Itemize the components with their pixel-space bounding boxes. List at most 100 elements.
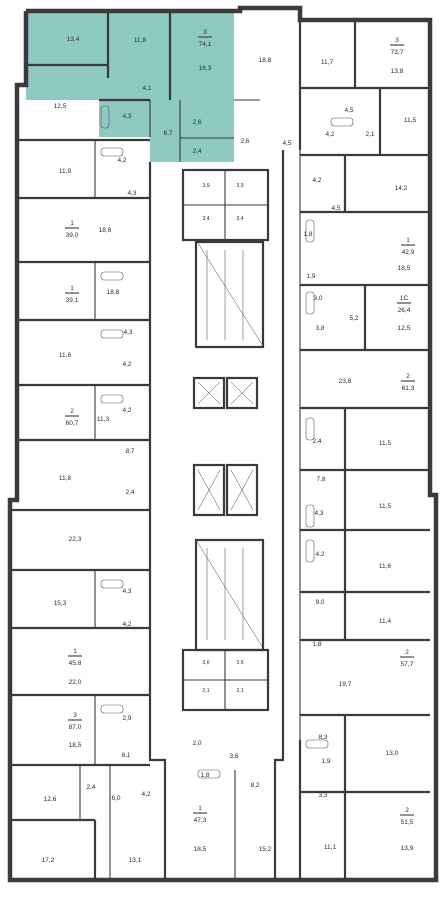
room-area: 3,6 <box>202 660 209 666</box>
room-area: 11,8 <box>59 352 72 359</box>
exterior-walls <box>7 5 439 883</box>
room-area: 18,5 <box>69 742 82 749</box>
room-area: 2,4 <box>86 784 95 791</box>
room-area: 23,8 <box>339 378 352 385</box>
room-area: 2,0 <box>192 740 201 747</box>
room-area: 12,5 <box>398 325 411 332</box>
room-area: 4,5 <box>282 140 291 147</box>
room-area: 11,4 <box>379 618 392 625</box>
room-area: 4,1 <box>142 85 151 92</box>
room-area: 4,3 <box>127 190 136 197</box>
room-area: 3,9 <box>236 183 243 189</box>
room-area: 3,0 <box>313 295 322 302</box>
room-area: 4,2 <box>122 407 131 414</box>
room-area: 3,4 <box>202 216 209 222</box>
unit-number: 3 <box>395 37 399 44</box>
room-area: 14,2 <box>395 185 408 192</box>
right-partitions <box>234 20 430 880</box>
unit-number: 1 <box>70 220 74 227</box>
room-area: 8,1 <box>121 752 130 759</box>
bathroom-fixtures <box>100 105 354 779</box>
unit-number: 1 <box>73 648 77 655</box>
unit-number: 3 <box>203 29 207 36</box>
room-area: 22,0 <box>69 679 82 686</box>
room-area: 4,2 <box>312 177 321 184</box>
room-area: 3,4 <box>236 216 243 222</box>
unit-number: 1 <box>198 805 202 812</box>
room-area: 11,5 <box>379 440 392 447</box>
corridor-walls <box>148 150 285 880</box>
room-labels: 13,4 11,8 3 74,1 16,3 4,1 12,5 4,3 6,7 2… <box>42 29 417 864</box>
stairs <box>195 239 264 649</box>
room-area: 2,4 <box>312 438 321 445</box>
room-area: 1,9 <box>306 273 315 280</box>
unit-number: 1 <box>406 237 410 244</box>
room-area: 11,3 <box>97 416 110 423</box>
room-area: 4,2 <box>122 621 131 628</box>
room-area: 18,8 <box>259 57 272 64</box>
room-area: 1,8 <box>303 231 312 238</box>
unit-number: 2 <box>405 807 409 814</box>
room-area: 4,2 <box>141 791 150 798</box>
room-area: 15,2 <box>259 846 272 853</box>
room-area: 13,4 <box>67 36 80 43</box>
room-area: 4,3 <box>123 329 132 336</box>
room-area: 11,7 <box>321 59 334 66</box>
room-area: 4,3 <box>122 113 131 120</box>
unit-area: 47,3 <box>194 817 207 824</box>
unit-area: 51,5 <box>401 819 414 826</box>
room-area: 4,5 <box>344 107 353 114</box>
room-area: 1,9 <box>321 758 330 765</box>
unit-area: 60,7 <box>66 420 79 427</box>
room-area: 6,0 <box>111 795 120 802</box>
room-area: 3,9 <box>202 183 209 189</box>
room-area: 1,8 <box>200 772 209 779</box>
room-area: 2,1 <box>365 131 374 138</box>
room-area: 11,9 <box>59 168 72 175</box>
unit-area: 45,8 <box>69 660 82 667</box>
unit-area: 42,9 <box>402 249 415 256</box>
room-area: 4,2 <box>122 361 131 368</box>
room-area: 2,1 <box>202 688 209 694</box>
unit-number-dividers <box>65 36 415 816</box>
room-area: 16,3 <box>199 65 212 72</box>
unit-number: 3 <box>73 712 77 719</box>
unit-area: 61,3 <box>402 385 415 392</box>
room-area: 12,5 <box>54 103 67 110</box>
room-area: 4,3 <box>122 588 131 595</box>
unit-number: 2 <box>70 408 74 415</box>
room-area: 1,8 <box>312 641 321 648</box>
room-area: 8,3 <box>318 734 327 741</box>
highlighted-apartment[interactable] <box>26 11 234 162</box>
room-area: 2,4 <box>192 148 201 155</box>
unit-area: 26,4 <box>398 307 411 314</box>
unit-number: 2 <box>405 649 409 656</box>
room-area: 7,8 <box>316 476 325 483</box>
unit-area: 39,1 <box>66 297 79 304</box>
room-area: 13,8 <box>391 68 404 75</box>
room-area: 6,7 <box>163 130 172 137</box>
room-area: 5,2 <box>349 315 358 322</box>
room-area: 4,2 <box>325 131 334 138</box>
room-area: 4,2 <box>315 551 324 558</box>
unit-area: 73,7 <box>391 49 404 56</box>
room-area: 18,8 <box>107 289 120 296</box>
room-area: 13,0 <box>386 750 399 757</box>
room-area: 3,3 <box>318 792 327 799</box>
room-area: 9,0 <box>315 599 324 606</box>
room-area: 12,6 <box>44 796 57 803</box>
room-area: 2,1 <box>236 688 243 694</box>
room-area: 11,8 <box>59 475 72 482</box>
room-area: 11,1 <box>324 844 337 851</box>
room-area: 3,8 <box>315 325 324 332</box>
room-area: 17,2 <box>42 857 55 864</box>
unit-area: 87,0 <box>69 724 82 731</box>
room-area: 2,6 <box>240 138 249 145</box>
room-area: 2,9 <box>122 715 131 722</box>
left-partitions <box>10 11 260 880</box>
unit-number: 1С <box>400 295 409 302</box>
room-area: 3,6 <box>236 660 243 666</box>
room-area: 4,2 <box>117 157 126 164</box>
room-area: 11,8 <box>134 37 147 44</box>
